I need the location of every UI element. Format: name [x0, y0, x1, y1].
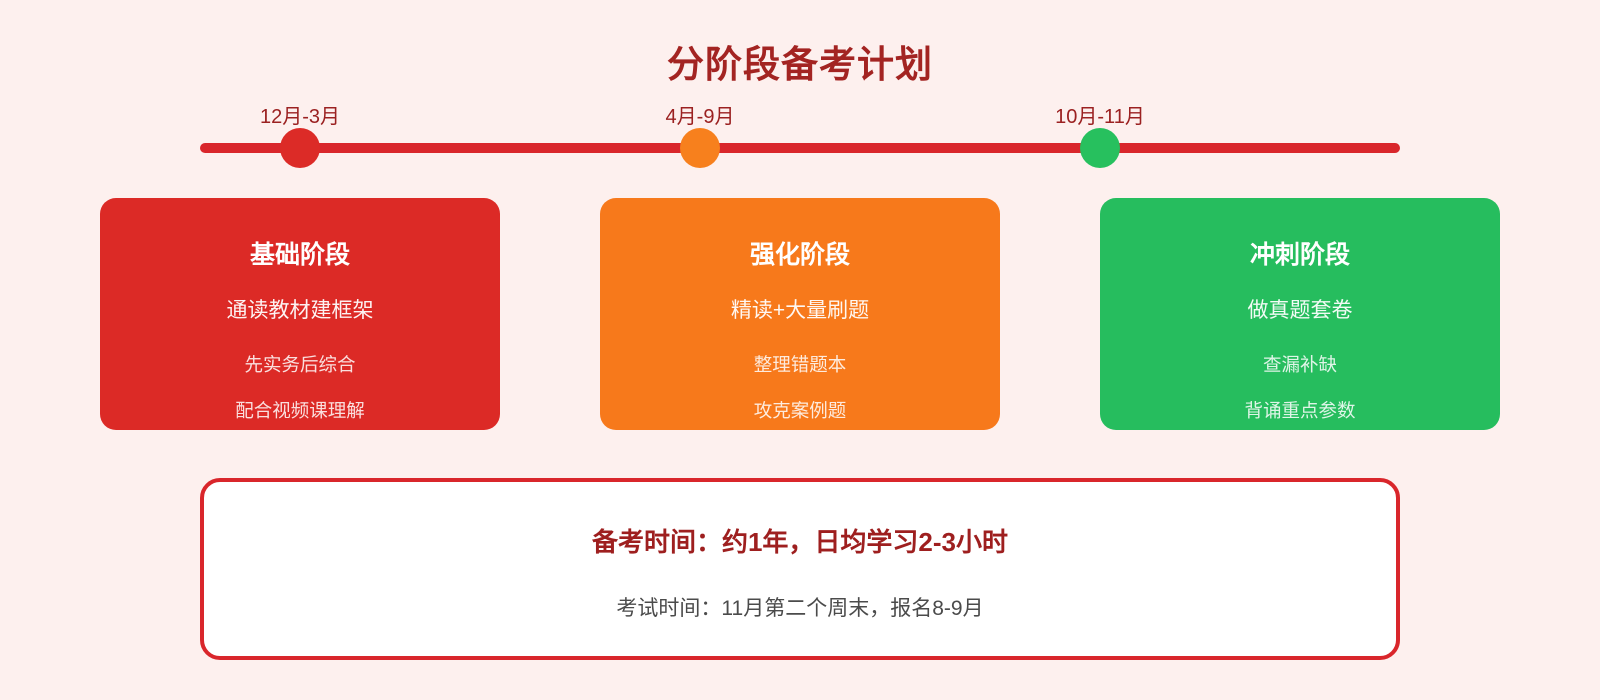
phase-highlight: 做真题套卷	[1247, 299, 1353, 322]
timeline-dot-phase3-icon	[1080, 128, 1120, 168]
summary-primary-text: 备考时间：约1年，日均学习2-3小时	[591, 527, 1009, 557]
phase-point: 整理错题本	[753, 354, 847, 375]
timeline-label-phase2: 4月-9月	[665, 106, 735, 128]
phase-title: 强化阶段	[749, 241, 850, 269]
summary-secondary-text: 考试时间：11月第二个周末，报名8-9月	[616, 597, 984, 620]
timeline-label-phase1: 12月-3月	[259, 106, 341, 128]
phase-point: 先实务后综合	[244, 354, 356, 375]
phase-point: 攻克案例题	[753, 400, 847, 421]
timeline-label-phase3: 10月-11月	[1055, 106, 1145, 128]
timeline-dot-phase2-icon	[680, 128, 720, 168]
phase-point: 配合视频课理解	[235, 400, 365, 421]
page-title: 分阶段备考计划	[667, 44, 933, 85]
phase-card-sprint: 冲刺阶段 做真题套卷 查漏补缺 背诵重点参数	[1100, 198, 1500, 430]
phase-title: 冲刺阶段	[1249, 241, 1350, 269]
phase-card-reinforcement: 强化阶段 精读+大量刷题 整理错题本 攻克案例题	[600, 198, 1000, 430]
phase-title: 基础阶段	[249, 241, 350, 269]
summary-box: 备考时间：约1年，日均学习2-3小时 考试时间：11月第二个周末，报名8-9月	[200, 478, 1400, 660]
phase-highlight: 通读教材建框架	[226, 299, 374, 322]
phase-highlight: 精读+大量刷题	[730, 299, 870, 322]
phase-card-foundation: 基础阶段 通读教材建框架 先实务后综合 配合视频课理解	[100, 198, 500, 430]
timeline-dot-phase1-icon	[280, 128, 320, 168]
phase-point: 查漏补缺	[1262, 354, 1337, 375]
timeline-line	[200, 143, 1400, 153]
phase-point: 背诵重点参数	[1244, 400, 1356, 421]
